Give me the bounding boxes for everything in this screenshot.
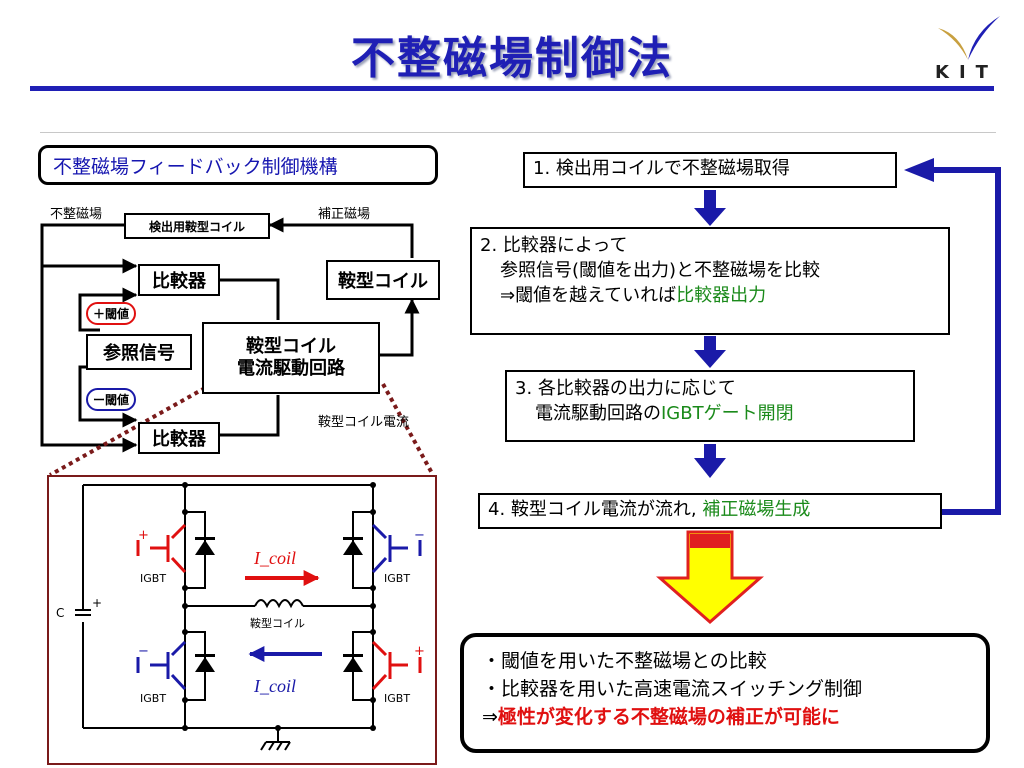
- coil-current-reverse: I_coil: [254, 676, 296, 696]
- flow-step-3-line2-text: 電流駆動回路の: [535, 403, 661, 424]
- flow-step-3-line1: 3. 各比較器の出力に応じて: [515, 378, 736, 399]
- igbt-bottom-left-label: IGBT: [140, 692, 167, 705]
- igbt-top-right-label: IGBT: [384, 572, 411, 585]
- flow-step-1: 1. 検出用コイルで不整磁場取得: [523, 152, 897, 188]
- capacitor-label: C: [56, 606, 65, 620]
- mechanism-heading: 不整磁場フィードバック制御機構: [38, 145, 438, 185]
- comparator-top-block: 比較器: [138, 264, 220, 296]
- summary-line-3-arrow: ⇒: [482, 706, 498, 728]
- flow-step-3-line2: 電流駆動回路のIGBTゲート開閉: [515, 401, 905, 426]
- flow-step-2-line2: 参照信号(閾値を出力)と不整磁場を比較: [500, 260, 821, 281]
- flow-step-2: 2. 比較器によって 参照信号(閾値を出力)と不整磁場を比較 ⇒閾値を越えていれ…: [470, 227, 950, 335]
- flow-step-4: 4. 鞍型コイル電流が流れ, 補正磁場生成: [478, 493, 942, 529]
- flow-step-4-text: 4. 鞍型コイル電流が流れ,: [488, 499, 703, 520]
- igbt-bottom-right-plus: +: [414, 644, 425, 659]
- summary-conclusion: 極性が変化する不整磁場の補正が可能に: [497, 706, 840, 728]
- correction-field-highlight: 補正磁場生成: [702, 499, 811, 520]
- title-underline: [30, 86, 994, 91]
- saddle-coil-block: 鞍型コイル: [326, 260, 440, 300]
- drive-circuit-line1: 鞍型コイル: [246, 336, 336, 357]
- igbt-top-right-minus: −: [414, 528, 425, 543]
- summary-line-1: ・閾値を用いた不整磁場との比較: [482, 650, 767, 672]
- detect-coil-block: 検出用鞍型コイル: [124, 213, 270, 239]
- page-title: 不整磁場制御法: [351, 33, 673, 84]
- summary-line-2: ・比較器を用いた高速電流スイッチング制御: [482, 678, 863, 700]
- igbt-bottom-right-label: IGBT: [384, 692, 411, 705]
- flow-step-2-line3-text: ⇒閾値を越えていれば: [500, 285, 677, 306]
- kit-logo-text: KIT: [935, 62, 998, 83]
- reference-signal-block: 参照信号: [86, 334, 192, 370]
- summary-box: ・閾値を用いた不整磁場との比較 ・比較器を用いた高速電流スイッチング制御 ⇒極性…: [460, 633, 990, 753]
- comparator-bottom-block: 比較器: [138, 422, 220, 454]
- drive-circuit-line2: 電流駆動回路: [237, 358, 345, 379]
- flow-step-2-line3: ⇒閾値を越えていれば比較器出力: [480, 283, 940, 308]
- label-correction-field: 補正磁場: [318, 207, 371, 222]
- plus-threshold-badge: ＋閾値: [86, 302, 137, 325]
- circuit-coil-label: 鞍型コイル: [250, 617, 305, 630]
- divider: [40, 132, 996, 133]
- igbt-gate-highlight: IGBTゲート開閉: [661, 403, 794, 424]
- label-irregular-field: 不整磁場: [50, 207, 103, 222]
- minus-threshold-badge: ー閾値: [86, 388, 137, 411]
- flow-step-3: 3. 各比較器の出力に応じて 電流駆動回路のIGBTゲート開閉: [505, 370, 915, 442]
- circuit-detail-frame: [47, 475, 437, 765]
- label-coil-current: 鞍型コイル電流: [318, 415, 410, 430]
- igbt-top-left-plus: +: [138, 528, 149, 543]
- igbt-bottom-left-minus: −: [138, 644, 149, 659]
- coil-current-forward: I_coil: [254, 548, 296, 568]
- drive-circuit-block: 鞍型コイル 電流駆動回路: [202, 322, 380, 394]
- comparator-output-highlight: 比較器出力: [676, 285, 767, 306]
- igbt-top-left-label: IGBT: [140, 572, 167, 585]
- capacitor-plus: +: [92, 596, 103, 610]
- flow-step-2-line1: 2. 比較器によって: [480, 235, 628, 256]
- summary-line-3: ⇒極性が変化する不整磁場の補正が可能に: [482, 703, 968, 731]
